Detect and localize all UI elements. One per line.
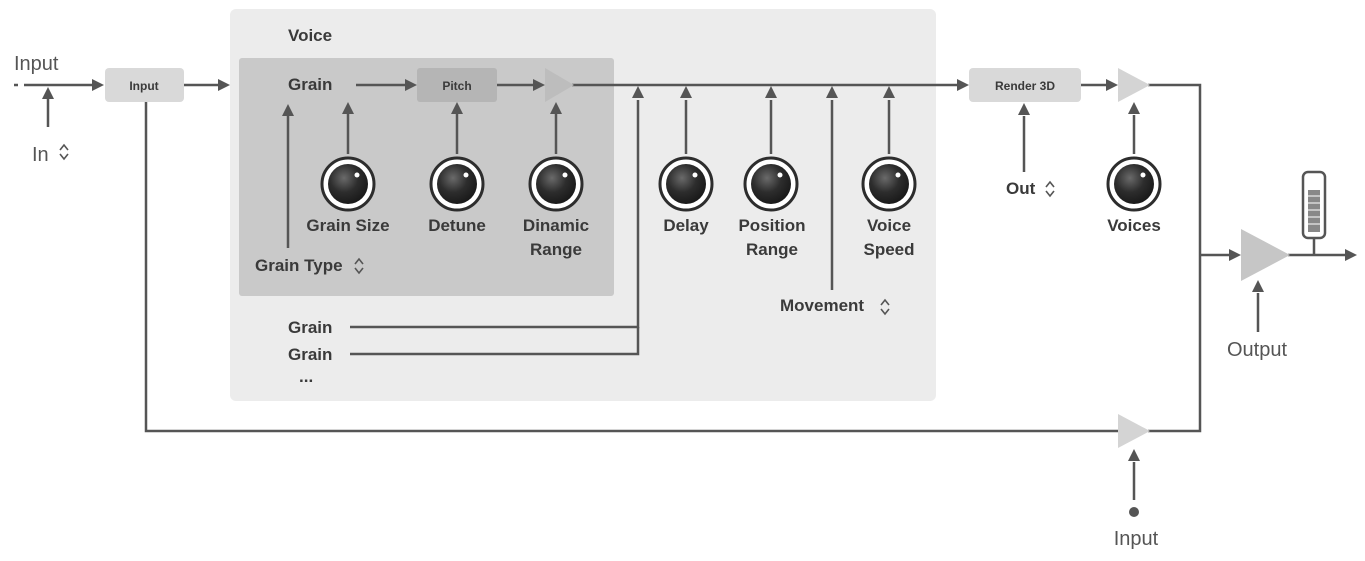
output-label: Output (1227, 339, 1287, 361)
grain-type-label[interactable]: Grain Type (255, 256, 343, 275)
voice-speed-label-2: Speed (863, 240, 914, 259)
render-3d-label: Render 3D (995, 79, 1055, 93)
dinamic-range-label-1: Dinamic (523, 216, 589, 235)
in-control-label[interactable]: In (32, 144, 49, 166)
input-dot (1129, 507, 1139, 517)
pitch-box-label: Pitch (442, 79, 471, 93)
level-meter-icon (1301, 170, 1327, 240)
grain-row-2-label: Grain (288, 345, 332, 364)
dinamic-range-label-2: Range (530, 240, 582, 259)
render-3d-box[interactable] (969, 68, 1081, 102)
grain-gain-triangle (545, 68, 574, 102)
knob-grain-size[interactable] (320, 156, 376, 212)
knob-dinamic-range[interactable] (528, 156, 584, 212)
knob-delay[interactable] (658, 156, 714, 212)
input-box[interactable] (105, 68, 184, 102)
position-range-label-1: Position (738, 216, 805, 235)
voice-speed-label-1: Voice (867, 216, 911, 235)
input-bottom-label: Input (1114, 528, 1159, 550)
in-updown-icon[interactable] (59, 144, 69, 160)
voices-gain-triangle (1118, 68, 1150, 102)
movement-label[interactable]: Movement (780, 296, 864, 315)
knob-position-range[interactable] (743, 156, 799, 212)
input-left-label: Input (14, 53, 59, 75)
knob-voice-speed[interactable] (861, 156, 917, 212)
delay-label: Delay (663, 216, 709, 235)
output-gain-triangle (1241, 229, 1290, 281)
grain-size-label: Grain Size (306, 216, 389, 235)
out-control-label[interactable]: Out (1006, 179, 1036, 198)
signal-wires (14, 79, 1357, 517)
position-range-label-2: Range (746, 240, 798, 259)
grain-row-1-label: Grain (288, 318, 332, 337)
input-box-label: Input (129, 79, 158, 93)
voices-label: Voices (1107, 216, 1161, 235)
grain-title: Grain (288, 75, 332, 94)
out-updown-icon[interactable] (1045, 181, 1055, 197)
grain-ellipsis: ... (299, 367, 313, 386)
knob-voices[interactable] (1106, 156, 1162, 212)
knob-detune[interactable] (429, 156, 485, 212)
voice-title: Voice (288, 26, 332, 45)
detune-label: Detune (428, 216, 486, 235)
grain-panel (239, 58, 614, 296)
dry-gain-triangle (1118, 414, 1150, 448)
pitch-box[interactable] (417, 68, 497, 102)
